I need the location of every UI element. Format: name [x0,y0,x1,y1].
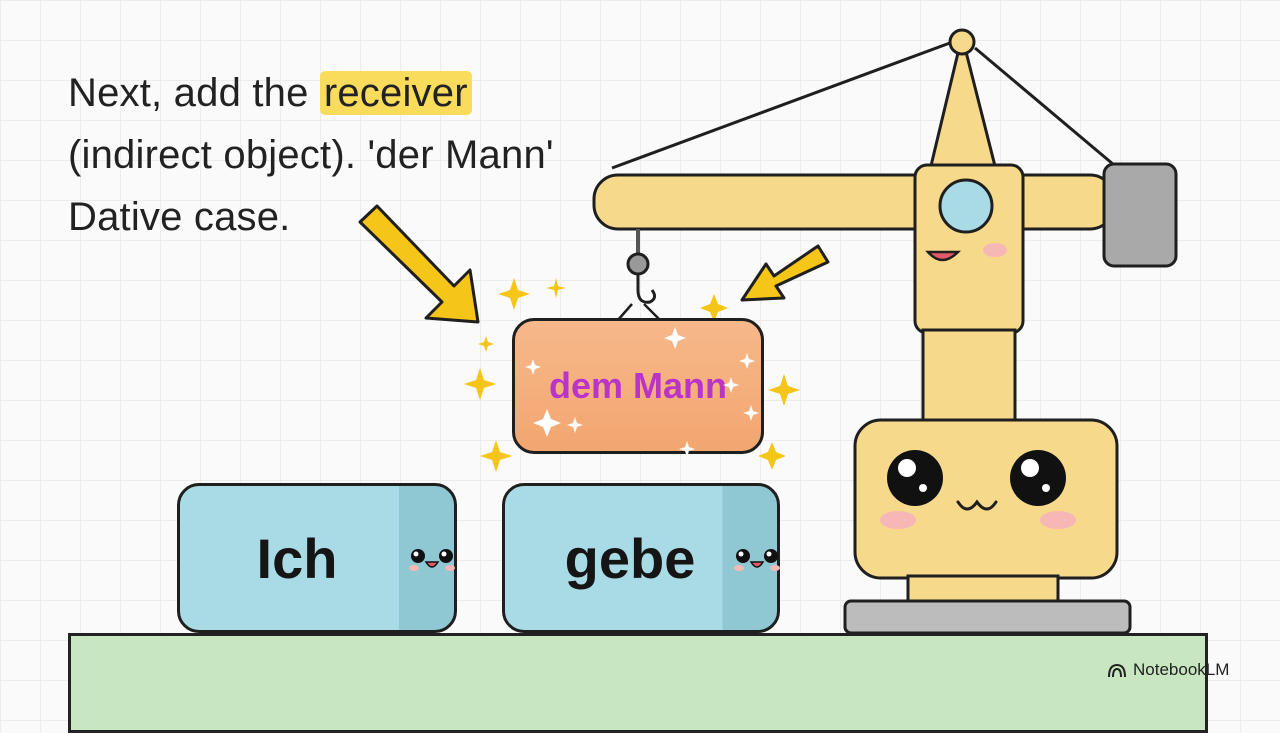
eye-shine [1042,484,1050,492]
crane-cable-left [611,38,959,170]
ground-platform [68,633,1208,733]
block-face-icon [409,549,455,571]
crane-smile-icon [925,250,962,262]
crane-cheek [880,511,916,529]
hook-icon [636,274,657,304]
caption-line-1: Next, add the receiver [68,62,668,124]
block-label: dem Mann [548,365,727,406]
crane-tower [921,328,1017,427]
block-dem-mann[interactable]: dem Mann [512,318,764,457]
sparkle-icons [464,278,800,472]
notebooklm-logo-icon [1108,663,1126,678]
crane-mast-tip [948,28,976,56]
highlighted-word: receiver [319,71,472,115]
crane-base-neck [906,574,1060,604]
hook-pulley [626,252,650,276]
crane-jib [592,173,1116,231]
crane-base-body [853,418,1119,580]
notebooklm-logo: NotebookLM [1107,660,1229,680]
crane-mouth-icon [956,499,998,511]
eye-shine [1021,459,1039,477]
crane-cable-right [974,46,1121,172]
logo-text: NotebookLM [1133,660,1230,679]
arrow-left-icon [358,204,480,324]
eye-shine [898,459,916,477]
eye-shine [919,484,927,492]
block-sparkles-icon [525,327,759,457]
crane-cheek [983,243,1007,257]
crane-eye-right [1010,450,1066,506]
caption-line-3: Dative case. [68,195,291,239]
block-label: gebe [564,526,696,590]
block-ich[interactable]: Ich [177,483,457,633]
crane-cheek [1040,511,1076,529]
crane-counterweight [1102,162,1178,268]
hook-sling [643,303,661,321]
block-label: Ich [256,526,338,590]
crane-base-plate [843,599,1132,635]
crane-window [938,178,994,234]
hook-sling [617,303,633,321]
caption-line-2: (indirect object). 'der Mann' [68,133,554,177]
lesson-caption: Next, add the receiver (indirect object)… [68,62,668,248]
crane-eye-left [887,450,943,506]
caption-text: Next, add the [68,71,320,115]
arrow-right-icon [740,244,830,302]
block-gebe[interactable]: gebe [502,483,780,633]
block-face-icon [734,549,780,571]
